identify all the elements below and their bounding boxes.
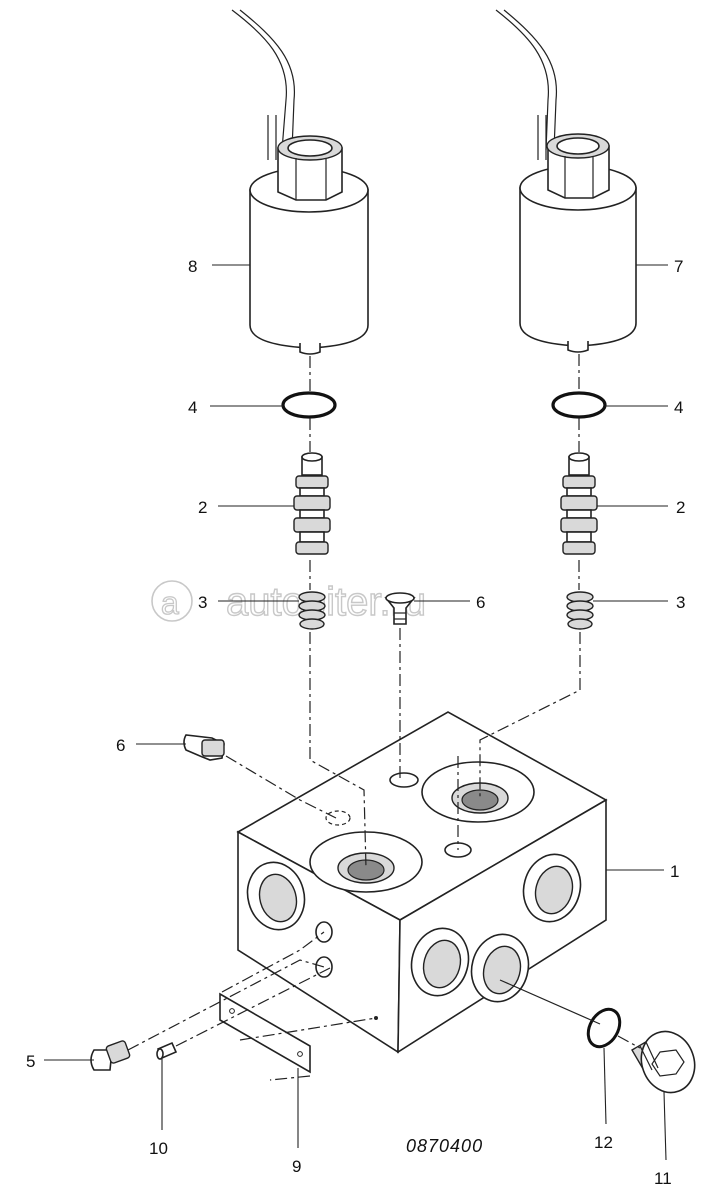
o-ring-right[interactable] — [551, 391, 607, 419]
callout-3-left: 3 — [198, 593, 207, 612]
callout-2-left: 2 — [198, 498, 207, 517]
assembly-lines — [127, 354, 641, 1081]
callout-8: 8 — [188, 257, 197, 276]
callout-10: 10 — [149, 1139, 168, 1158]
callout-2-right: 2 — [676, 498, 685, 517]
callout-9: 9 — [292, 1157, 301, 1176]
drawing-number: 0870400 — [406, 1136, 483, 1156]
solenoid-left[interactable] — [231, 9, 369, 355]
callout-7: 7 — [674, 257, 683, 276]
callout-11: 11 — [654, 1169, 672, 1188]
spool-left[interactable] — [293, 452, 331, 555]
callout-3-right: 3 — [676, 593, 685, 612]
solenoid-right[interactable] — [495, 9, 637, 353]
callout-12: 12 — [594, 1133, 613, 1152]
callout-6-top: 6 — [476, 593, 485, 612]
valve-block[interactable] — [236, 711, 608, 1054]
o-ring-left[interactable] — [281, 391, 337, 419]
leader-lines — [44, 264, 668, 1161]
plug-top[interactable] — [384, 592, 416, 625]
plug-hex[interactable] — [631, 1024, 703, 1100]
callout-4-right: 4 — [674, 398, 683, 417]
svg-text:a: a — [161, 585, 179, 621]
spring-right[interactable] — [566, 591, 594, 630]
callout-6-side: 6 — [116, 736, 125, 755]
callout-4-left: 4 — [188, 398, 197, 417]
o-ring-small[interactable] — [582, 1004, 626, 1053]
nameplate[interactable] — [219, 992, 311, 1074]
rivet-pin[interactable] — [156, 1041, 178, 1060]
callout-labels: 8 7 4 4 2 2 3 3 6 6 1 5 10 9 12 11 — [26, 257, 685, 1188]
spring-left[interactable] — [298, 591, 326, 630]
spool-right[interactable] — [560, 452, 598, 555]
plug-left[interactable] — [90, 1040, 131, 1071]
callout-5: 5 — [26, 1052, 35, 1071]
watermark: a autopiter.ru — [151, 579, 427, 625]
plug-side[interactable] — [183, 734, 225, 761]
callout-1: 1 — [670, 862, 679, 881]
